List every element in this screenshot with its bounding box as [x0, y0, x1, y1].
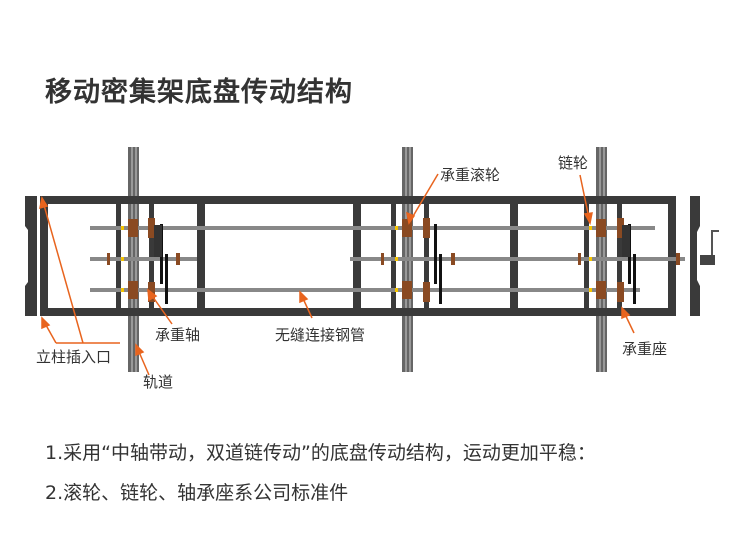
note-1: 1.采用“中轴带动，双道链传动”的底盘传动结构，运动更加平稳： [45, 442, 596, 464]
label-tube: 无缝连接钢管 [275, 326, 365, 344]
label-roller: 承重滚轮 [440, 166, 500, 184]
crank-handle-icon [700, 230, 719, 265]
frame [25, 196, 700, 316]
label-track: 轨道 [143, 373, 173, 391]
shafts [90, 226, 685, 292]
callout-labels: 承重滚轮 链轮 承重轴 无缝连接钢管 承重座 立柱插入口 轨道 [36, 154, 667, 391]
label-axle: 承重轴 [155, 326, 200, 344]
label-seat: 承重座 [622, 340, 667, 358]
label-sprocket: 链轮 [558, 154, 588, 172]
label-post-slot: 立柱插入口 [36, 348, 111, 366]
page-title: 移动密集架底盘传动结构 [45, 77, 353, 108]
callout-arrows [39, 173, 635, 376]
note-2: 2.滚轮、链轮、轴承座系公司标准件 [45, 482, 349, 504]
